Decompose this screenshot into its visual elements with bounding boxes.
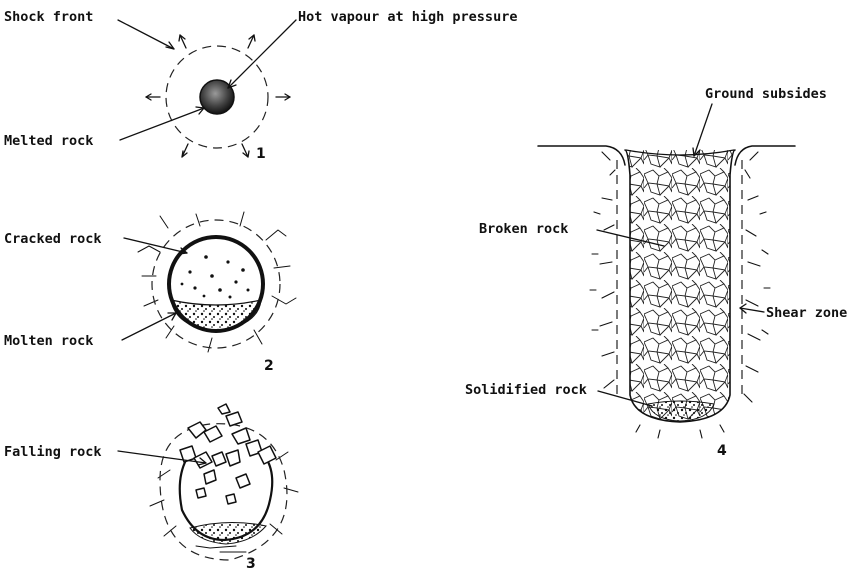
ground-subsides-label: Ground subsides [705,86,827,102]
hot-vapour-leader [228,20,296,88]
shear-zone-label: Shear zone [766,305,847,321]
broken-rock-chimney [620,145,740,430]
melted-rock-leader [120,108,204,140]
falling-rock-label: Falling rock [4,444,102,460]
stage-3-number: 3 [246,556,256,570]
hot-vapour-label: Hot vapour at high pressure [298,9,517,25]
falling-rock-blocks [180,404,276,504]
stage-4: Ground subsides Broken rock Shear zone S… [465,86,847,459]
ground-surface [538,146,625,165]
molten-rock-pool [171,300,261,331]
stage-2: Cracked rock Molten rock 2 [4,212,296,374]
cracked-rock-leader [124,238,187,253]
cracked-rock-label: Cracked rock [4,231,102,247]
shock-front-label: Shock front [4,9,93,25]
stage-1: Shock front Hot vapour at high pressure … [4,9,517,162]
stage-1-number: 1 [256,146,266,162]
solidified-rock-label: Solidified rock [465,382,587,398]
shock-front-leader [118,20,174,49]
melted-rock-label: Melted rock [4,133,93,149]
stage-4-number: 4 [717,443,727,459]
debris-pile-3 [190,522,266,544]
ground-subsides-leader [694,104,712,156]
vapour-dots [181,255,250,298]
molten-rock-label: Molten rock [4,333,93,349]
broken-rock-label: Broken rock [479,221,568,237]
stage-2-number: 2 [264,358,274,374]
stage-3: Falling rock 3 [4,404,298,570]
